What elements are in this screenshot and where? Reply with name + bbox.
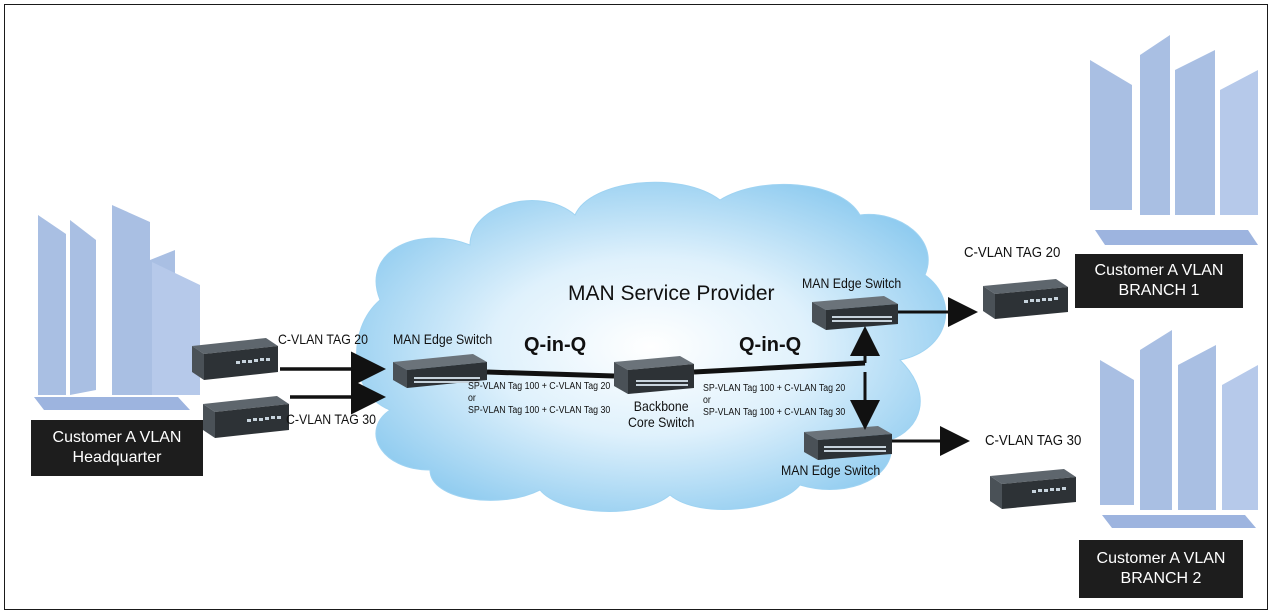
edge-switch-b2-icon xyxy=(804,426,892,460)
b1-customer-switch-icon xyxy=(983,279,1068,319)
left-tags-line3: SP-VLAN Tag 100 + C-VLAN Tag 30 xyxy=(468,405,611,416)
branch2-site-line2: BRANCH 2 xyxy=(1120,570,1202,587)
core-switch-icon xyxy=(614,356,694,394)
hq-site-line2: Headquarter xyxy=(72,449,162,466)
cloud-title: MAN Service Provider xyxy=(568,282,775,305)
branch1-site-line2: BRANCH 1 xyxy=(1118,282,1200,299)
building-branch2-icon xyxy=(1100,330,1258,528)
hq-site-box: Customer A VLAN Headquarter xyxy=(31,420,203,476)
b2-customer-switch-icon xyxy=(990,469,1076,509)
diagram-frame xyxy=(4,4,1268,610)
building-hq-icon xyxy=(34,205,200,410)
right-tags-line2: or xyxy=(703,395,711,406)
branch1-site-line1: Customer A VLAN xyxy=(1094,262,1224,279)
qinq-right-label: Q-in-Q xyxy=(739,334,802,356)
branch-arrows xyxy=(892,297,978,456)
core-line2: Core Switch xyxy=(628,414,695,430)
hq-switch-30-icon xyxy=(203,396,289,438)
hq-site-line1: Customer A VLAN xyxy=(52,429,182,446)
right-tags-line1: SP-VLAN Tag 100 + C-VLAN Tag 20 xyxy=(703,383,846,394)
building-branch1-icon xyxy=(1090,35,1258,245)
right-tags-line3: SP-VLAN Tag 100 + C-VLAN Tag 30 xyxy=(703,407,846,418)
core-switch-label: Backbone Core Switch xyxy=(628,398,694,430)
branch2-site-line1: Customer A VLAN xyxy=(1096,550,1226,567)
qinq-trunk-lines xyxy=(486,326,880,430)
left-tags-label: SP-VLAN Tag 100 + C-VLAN Tag 20 or SP-VL… xyxy=(468,381,610,417)
edge-b2-label: MAN Edge Switch xyxy=(781,462,881,478)
hq-arrows xyxy=(280,351,386,415)
edge-b1-label: MAN Edge Switch xyxy=(802,275,902,291)
branch1-site-box: Customer A VLAN BRANCH 1 xyxy=(1075,254,1243,308)
left-tags-line2: or xyxy=(468,393,476,404)
b1-tag20-label: C-VLAN TAG 20 xyxy=(964,244,1061,261)
left-tags-line1: SP-VLAN Tag 100 + C-VLAN Tag 20 xyxy=(468,381,611,392)
qinq-left-label: Q-in-Q xyxy=(524,334,587,356)
branch2-site-box: Customer A VLAN BRANCH 2 xyxy=(1079,540,1243,598)
cloud-shape xyxy=(356,181,947,512)
right-tags-label: SP-VLAN Tag 100 + C-VLAN Tag 20 or SP-VL… xyxy=(703,383,845,419)
hq-tag20-label: C-VLAN TAG 20 xyxy=(278,331,368,347)
edge-switch-b1-icon xyxy=(812,296,898,330)
hq-switch-20-icon xyxy=(192,338,278,380)
edge-switch-left-icon xyxy=(393,354,487,388)
edge-left-label: MAN Edge Switch xyxy=(393,331,493,347)
core-line1: Backbone xyxy=(633,398,689,414)
hq-tag30-label: C-VLAN TAG 30 xyxy=(286,411,376,427)
b2-tag30-label: C-VLAN TAG 30 xyxy=(985,432,1082,449)
